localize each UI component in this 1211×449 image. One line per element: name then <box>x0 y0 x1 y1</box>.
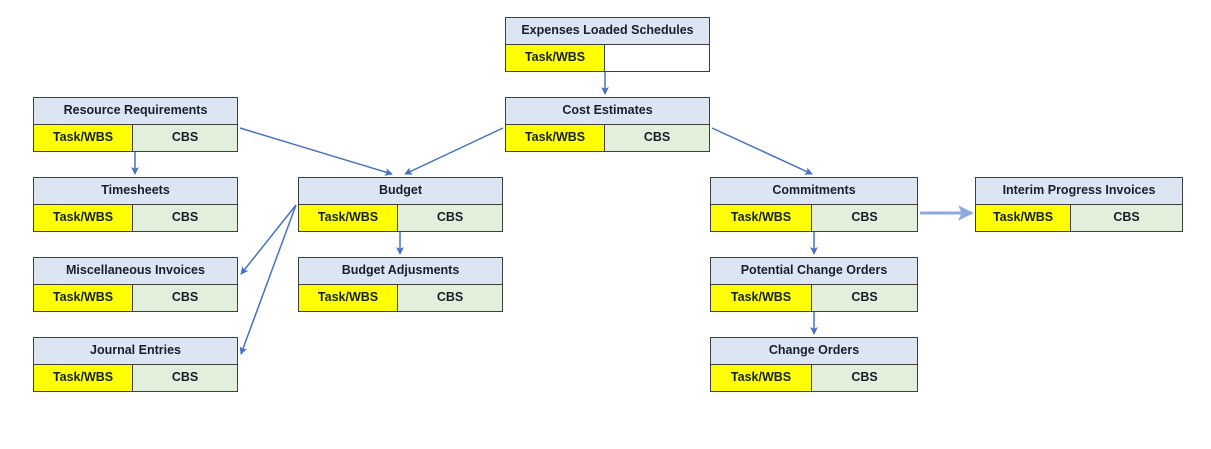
node-title-budget: Budget <box>299 178 502 205</box>
node-title-interim-progress-invoices: Interim Progress Invoices <box>976 178 1182 205</box>
cell-task-commitments[interactable]: Task/WBS <box>711 205 813 231</box>
cell-task-cost-estimates[interactable]: Task/WBS <box>506 125 606 151</box>
cell-cbs-budget-adjusments[interactable]: CBS <box>398 285 502 311</box>
connector-resource-requirements-to-budget <box>239 127 393 176</box>
cell-cbs-miscellaneous-invoices[interactable]: CBS <box>133 285 237 311</box>
cell-task-journal-entries[interactable]: Task/WBS <box>34 365 134 391</box>
connector-budget-to-miscellaneous-invoices <box>240 204 297 275</box>
node-title-expenses-loaded-schedules: Expenses Loaded Schedules <box>506 18 709 45</box>
node-row-expenses-loaded-schedules: Task/WBS <box>506 45 709 71</box>
cell-task-potential-change-orders[interactable]: Task/WBS <box>711 285 813 311</box>
cell-task-budget-adjusments[interactable]: Task/WBS <box>299 285 399 311</box>
cell-task-expenses-loaded-schedules[interactable]: Task/WBS <box>506 45 606 71</box>
cell-cbs-journal-entries[interactable]: CBS <box>133 365 237 391</box>
cell-task-miscellaneous-invoices[interactable]: Task/WBS <box>34 285 134 311</box>
node-title-change-orders: Change Orders <box>711 338 917 365</box>
cell-cbs-potential-change-orders[interactable]: CBS <box>812 285 917 311</box>
cell-cbs-resource-requirements[interactable]: CBS <box>133 125 237 151</box>
node-title-budget-adjusments: Budget Adjusments <box>299 258 502 285</box>
node-title-potential-change-orders: Potential Change Orders <box>711 258 917 285</box>
cell-task-budget[interactable]: Task/WBS <box>299 205 399 231</box>
cell-cbs-commitments[interactable]: CBS <box>812 205 917 231</box>
cell-cbs-change-orders[interactable]: CBS <box>812 365 917 391</box>
node-title-journal-entries: Journal Entries <box>34 338 237 365</box>
connector-cost-estimates-to-commitments <box>711 127 813 175</box>
node-title-resource-requirements: Resource Requirements <box>34 98 237 125</box>
cell-cbs-interim-progress-invoices[interactable]: CBS <box>1071 205 1182 231</box>
node-title-commitments: Commitments <box>711 178 917 205</box>
node-title-miscellaneous-invoices: Miscellaneous Invoices <box>34 258 237 285</box>
cell-task-resource-requirements[interactable]: Task/WBS <box>34 125 134 151</box>
cell-cbs-timesheets[interactable]: CBS <box>133 205 237 231</box>
cell-cbs-budget[interactable]: CBS <box>398 205 502 231</box>
cell-cbs-cost-estimates[interactable]: CBS <box>605 125 709 151</box>
cell-task-timesheets[interactable]: Task/WBS <box>34 205 134 231</box>
connector-cost-estimates-to-budget <box>404 127 504 175</box>
cell-task-interim-progress-invoices[interactable]: Task/WBS <box>976 205 1072 231</box>
cell-task-change-orders[interactable]: Task/WBS <box>711 365 813 391</box>
node-title-cost-estimates: Cost Estimates <box>506 98 709 125</box>
cell-empty-expenses-loaded-schedules[interactable] <box>605 45 709 71</box>
connector-budget-to-journal-entries <box>239 204 297 355</box>
node-title-timesheets: Timesheets <box>34 178 237 205</box>
